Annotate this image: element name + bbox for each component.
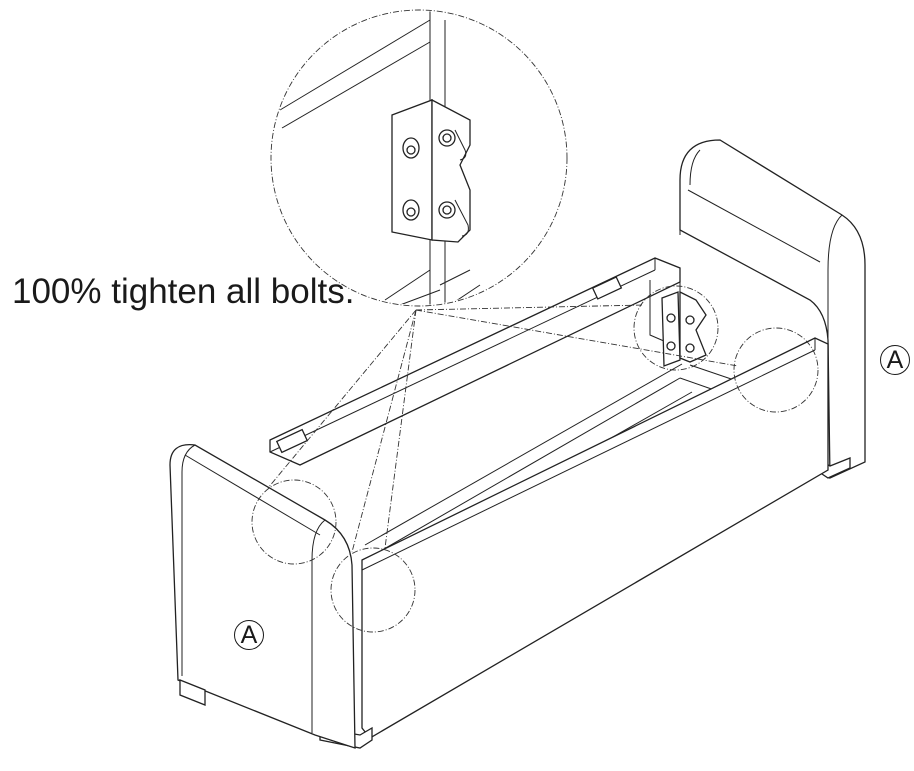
part-label-a-right: A bbox=[880, 345, 910, 375]
detail-callouts bbox=[251, 9, 819, 633]
part-label-a-left-text: A bbox=[240, 621, 258, 649]
instruction-text: 100% tighten all bolts. bbox=[12, 272, 355, 311]
left-armrest bbox=[169, 444, 356, 749]
part-label-a-left: A bbox=[234, 620, 264, 650]
detail-enlarged-bracket bbox=[279, 11, 481, 305]
corner-bracket-small bbox=[661, 290, 707, 367]
part-label-a-right-text: A bbox=[886, 346, 904, 374]
